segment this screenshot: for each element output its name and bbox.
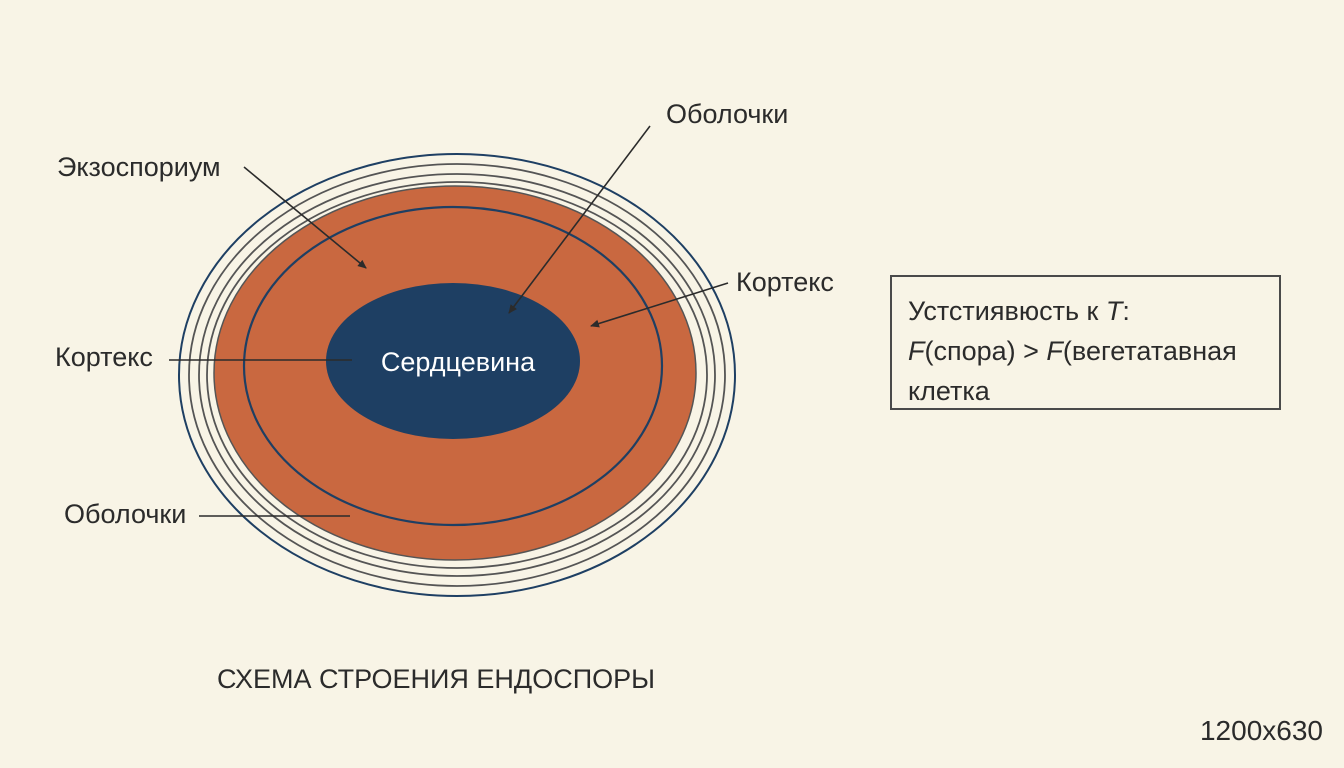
note-var-f-spore: F <box>908 336 925 366</box>
note-line-1-text: Устстиявюсть к <box>908 296 1106 326</box>
note-line-2-end: (вегетатавная <box>1062 336 1237 366</box>
cortex-right-arrow <box>590 282 729 328</box>
inner-membrane <box>242 205 664 527</box>
diagram-caption: СХЕМА СТРОЕНИЯ ЕНДОСПОРЫ <box>217 664 655 694</box>
coat-ring-3 <box>206 181 708 569</box>
note-line-2: F(спора) > F(вегетатавная <box>908 331 1263 371</box>
note-line-3: клетка <box>908 376 990 406</box>
label-coats-top: Оболочки <box>666 99 788 129</box>
coats-top-arrow <box>508 125 651 314</box>
heat-resistance-note: Устстиявюсть к T: F(спора) > F(вегетатав… <box>890 275 1281 410</box>
coat-ring-1 <box>188 163 726 587</box>
core-label: Сердцевина <box>381 347 536 377</box>
note-line-1-end: : <box>1122 296 1130 326</box>
exosporium-arrow <box>243 166 367 269</box>
label-cortex-right: Кортекс <box>736 267 834 297</box>
label-coats-bottom: Оболочки <box>64 499 186 529</box>
coat-ring-2 <box>198 173 716 577</box>
note-var-f-cell: F <box>1046 336 1063 366</box>
size-label: 1200x630 <box>1200 715 1323 746</box>
label-cortex-left: Кортекс <box>55 342 153 372</box>
core <box>326 283 580 439</box>
label-exosporium: Экзоспориум <box>57 152 221 182</box>
note-var-t: T <box>1105 296 1123 326</box>
note-line-2-mid: (спора) > <box>924 336 1047 366</box>
note-line-1: Устстиявюсть к T: <box>908 291 1263 331</box>
